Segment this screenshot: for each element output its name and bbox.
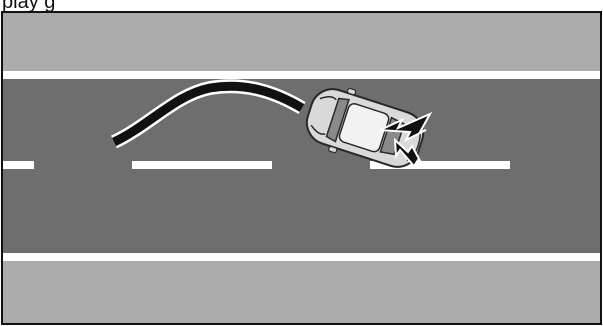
bottom-edge-line: [3, 253, 600, 261]
lane-dash: [132, 161, 272, 169]
bottom-shoulder: [3, 261, 600, 323]
top-shoulder: [3, 13, 600, 71]
top-edge-line: [3, 71, 600, 79]
lane-dash: [3, 161, 34, 169]
